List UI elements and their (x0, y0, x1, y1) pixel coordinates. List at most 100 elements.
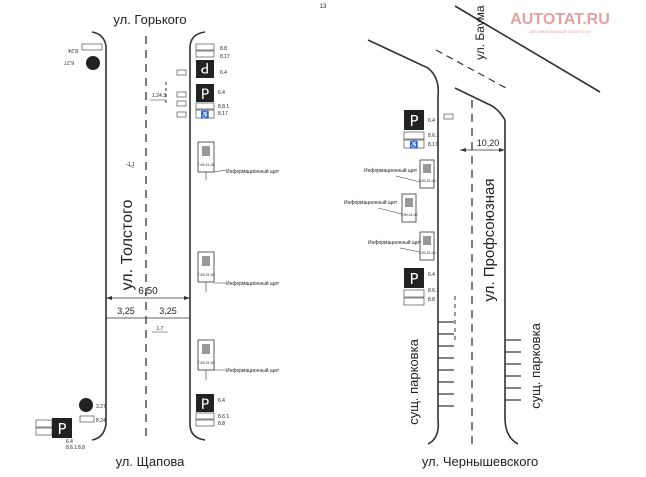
watermark-logo: AUTOTAT.RU (510, 11, 610, 28)
parking-letter: P (201, 397, 209, 413)
right-top-parking-sign: P ♿ 6.4 8.6.1 8.17 (403, 110, 454, 149)
dim-arrow (106, 296, 112, 300)
sign-code: 8.17 (428, 142, 438, 148)
info-board-phone: 7-99-21-00 (197, 273, 214, 277)
leader (213, 169, 227, 173)
left-scheme: ул. Горького ул. Щапова ул. Толстого 1.1… (35, 12, 280, 469)
leader (377, 207, 403, 215)
watermark-tagline: АВТОМОБИЛЬНЫЙ ТАТАРСТАН (530, 29, 591, 34)
sign-plate (81, 43, 103, 51)
left-street-top-label: ул. Горького (113, 12, 186, 27)
left-road-edge-left (91, 31, 107, 441)
right-info-board-2: 7-99-21-00 Информационный щит (344, 193, 418, 223)
right-bottom-parking-sign: P 6.4 8.6.1 8.8 (195, 394, 229, 427)
sign-code: 8.6.1 (428, 133, 439, 139)
sign-code: 8.24 (96, 418, 106, 424)
leader (399, 247, 421, 253)
right-road-edge-right (504, 120, 519, 445)
lane-right-label: 3,25 (159, 306, 177, 316)
sign-code: 8.8 (78, 445, 85, 451)
parking-sign-icon (196, 394, 214, 412)
right-info-board-3: 7-99-21-00 Информационный щит (368, 231, 436, 261)
sign-plate (195, 419, 215, 427)
parking-sign-icon (404, 110, 424, 130)
dim-arrow (460, 148, 466, 152)
sign-code: 8.8 (218, 421, 225, 427)
info-board-phone: 7-99-21-00 (418, 251, 435, 255)
sign-plate (195, 102, 215, 110)
sign-code: 3.27 (96, 404, 106, 410)
watermark-bg (484, 8, 634, 30)
sign-code: 6.4 (428, 118, 435, 124)
disabled-plate-icon (195, 109, 215, 119)
info-board-phone: 7-99-21-00 (400, 213, 417, 217)
sign-code: 6.4 (428, 272, 435, 278)
mark-1-1-leader (125, 163, 135, 169)
parking-sign-icon (196, 60, 214, 78)
sign-code: 6.4 (66, 439, 73, 445)
right-road-width-label: 10,20 (477, 138, 500, 148)
left-street-bottom-label: ул. Щапова (116, 454, 186, 469)
left-parking-label: сущ. парковка (406, 338, 421, 424)
sign-code: 8.24 (68, 47, 78, 53)
left-parking-bays (438, 321, 454, 407)
info-board-3: 7-99-21-00 Информационный щит (197, 339, 280, 380)
info-board-map (423, 164, 431, 173)
sign-plate (195, 50, 215, 58)
info-board-2: 7-99-21-00 Информационный щит (197, 251, 280, 292)
bauman-edge-bottom (454, 5, 601, 93)
sign-code: 6.4 (218, 90, 225, 96)
sign-code: 8.6.1 (218, 414, 229, 420)
small-plate (443, 113, 454, 120)
right-top-sign-stack: P 8.8 8.17 6.4 P ♿ 6.4 8.8.1 8.17 (176, 43, 230, 119)
info-board-label: Информационный щит (226, 168, 280, 175)
right-info-board-1: 7-99-21-00 Информационный щит (364, 159, 436, 189)
mark-1-24-3-label: 1.24.3 (152, 93, 166, 99)
sign-code: 8.6.1 (428, 288, 439, 294)
info-board-phone: 7-99-21-00 (197, 163, 214, 167)
info-board-map (202, 344, 210, 354)
info-board-label: Информационный щит (368, 239, 422, 246)
parking-letter: P (409, 270, 418, 288)
small-plate (176, 111, 187, 118)
left-road-edge-right (189, 31, 206, 441)
sign-plate (403, 289, 425, 298)
sign-code: 8.8 (428, 297, 435, 303)
sign-plate (35, 419, 53, 428)
sign-plate (195, 412, 215, 420)
road-width-label: 6,50 (138, 286, 158, 297)
info-board-label: Информационный щит (226, 367, 280, 374)
dim-arrow (184, 296, 190, 300)
sign-code: 8.8.1 (218, 104, 229, 110)
sign-code: 8.6.1 (66, 445, 77, 451)
parking-sign-icon (52, 418, 72, 438)
wheelchair-icon: ♿ (410, 140, 419, 149)
sign-plate (403, 297, 425, 306)
right-parking-label: сущ. парковка (528, 322, 543, 408)
sign-code: 8.17 (218, 111, 228, 117)
right-parking-bays (505, 339, 521, 401)
right-street-top-label: ул. Баума (473, 5, 487, 60)
parking-letter: P (57, 420, 66, 438)
mark-1-7-label: 1.7 (157, 326, 164, 332)
info-board-label: Информационный щит (226, 280, 280, 287)
dim-arrow (499, 148, 505, 152)
right-bottom-parking-sign: P 6.4 8.6.1 8.8 (403, 268, 439, 306)
parking-letter: P (201, 87, 209, 103)
right-street-bottom-label: ул. Чернышевского (422, 454, 538, 469)
info-board-phone: 7-99-21-00 (418, 179, 435, 183)
mark-1-1-label: 1.1 (128, 162, 135, 168)
page-number: 13 (320, 4, 327, 10)
parking-sign-icon (196, 84, 214, 102)
sign-code: 6.4 (218, 398, 225, 404)
sign-plate (79, 415, 95, 423)
sign-code: 8.17 (220, 54, 230, 60)
no-stopping-sign-icon (86, 56, 100, 70)
info-board-map (202, 146, 210, 156)
sign-code: 8.8 (220, 46, 227, 52)
left-bottom-signs: 3.27 8.24 P 6.4 8.6.1 8.8 (35, 398, 106, 451)
info-board-map (423, 236, 431, 245)
left-street-main-label: ул. Толстого (119, 200, 136, 291)
right-street-main-label: ул. Профсоюзная (481, 179, 498, 302)
